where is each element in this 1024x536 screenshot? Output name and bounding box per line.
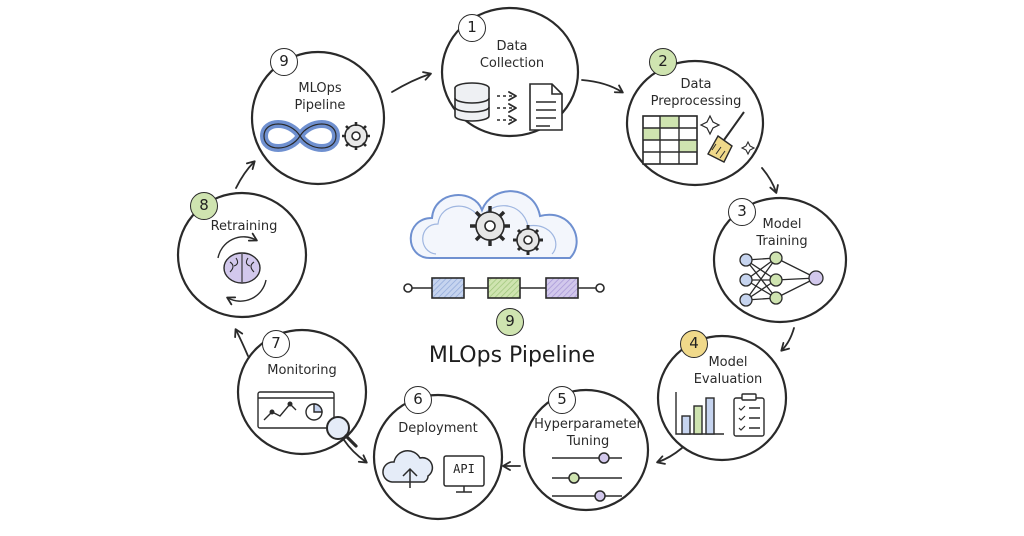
sliders-icon	[552, 452, 622, 502]
label-line: MLOps	[298, 81, 342, 96]
stage-circle-hyperparameter-tuning	[522, 388, 650, 512]
label-monitoring: Monitoring	[267, 362, 337, 379]
arrow-1-to-2	[581, 79, 624, 94]
badge-monitoring: 7	[262, 330, 290, 358]
label-line: Model	[708, 355, 748, 370]
api-label: API	[453, 462, 475, 476]
label-line: Data	[680, 77, 712, 92]
infinity-gear-icon	[260, 120, 370, 152]
label-data-collection: Data Collection	[480, 38, 544, 72]
label-line: Evaluation	[693, 372, 763, 387]
label-model-training: Model Training	[756, 216, 807, 250]
arrow-7-to-8	[234, 328, 249, 357]
label-line: Pipeline	[294, 98, 346, 113]
neural-network-icon	[739, 251, 824, 307]
table-broom-icon	[642, 111, 756, 165]
label-retraining: Retraining	[211, 218, 278, 235]
label-hyperparameter-tuning: Hyperparameter Tuning	[534, 416, 642, 450]
badge-retraining: 8	[190, 192, 218, 220]
badge-model-training: 3	[728, 198, 756, 226]
label-line: Hyperparameter	[534, 417, 642, 432]
label-deployment: Deployment	[398, 420, 478, 437]
brain-cycle-icon	[217, 232, 267, 306]
pipeline-icon	[403, 277, 605, 299]
badge-hyperparameter-tuning: 5	[548, 386, 576, 414]
badge-data-preprocessing: 2	[649, 48, 677, 76]
arrow-4-to-5	[656, 447, 683, 465]
label-line: Tuning	[566, 434, 610, 449]
bar-chart-checklist-icon	[675, 392, 765, 437]
label-line: Training	[756, 234, 808, 249]
label-mlops-pipeline: MLOps Pipeline	[295, 80, 346, 114]
badge-model-evaluation: 4	[680, 330, 708, 358]
center-badge: 9	[496, 308, 524, 336]
gear-icon	[470, 206, 543, 255]
stage-circle-mlops-pipeline	[250, 50, 386, 186]
label-line: Model	[762, 217, 802, 232]
label-line: Collection	[479, 56, 545, 71]
arrow-3-to-4	[780, 327, 795, 352]
badge-data-collection: 1	[458, 14, 486, 42]
center-title: MLOps Pipeline	[428, 343, 596, 368]
badge-mlops-pipeline: 9	[270, 48, 298, 76]
dashboard-magnifier-icon	[257, 391, 358, 448]
label-line: Retraining	[210, 219, 278, 234]
cloud-upload-api-icon	[382, 450, 485, 493]
label-line: Monitoring	[267, 363, 337, 378]
arrow-2-to-3	[761, 167, 779, 194]
label-line: Deployment	[398, 421, 478, 436]
arrow-9-to-1	[391, 71, 432, 93]
badge-deployment: 6	[404, 386, 432, 414]
arrow-7-to-6	[343, 439, 368, 464]
stage-circle-deployment	[372, 393, 504, 521]
label-model-evaluation: Model Evaluation	[694, 354, 763, 388]
label-line: Data	[496, 39, 528, 54]
database-to-document-icon	[454, 82, 563, 131]
label-line: Preprocessing	[650, 94, 742, 109]
label-data-preprocessing: Data Preprocessing	[651, 76, 742, 110]
arrow-8-to-9	[235, 160, 256, 189]
